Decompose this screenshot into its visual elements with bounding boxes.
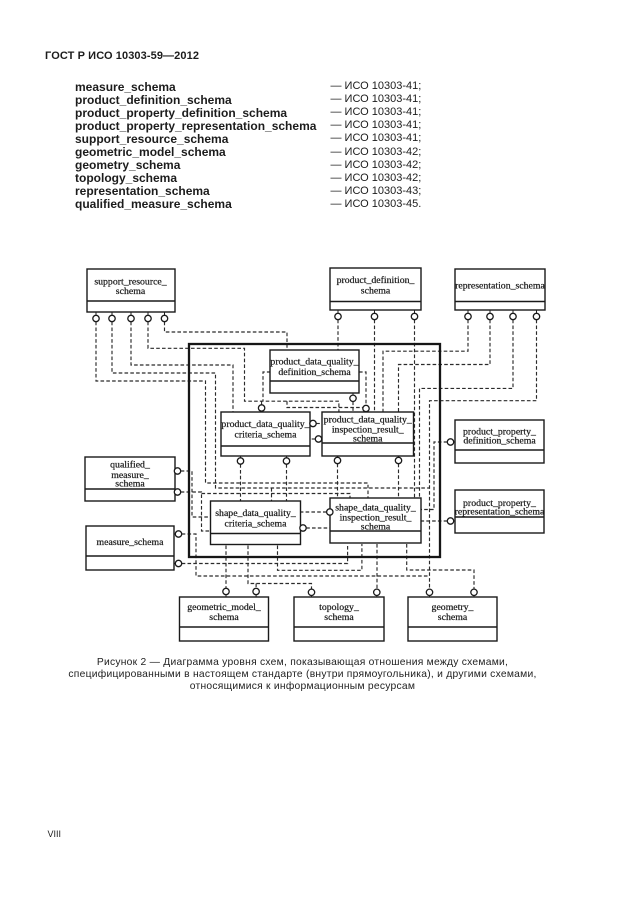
svg-text:schema: schema <box>361 286 391 297</box>
svg-text:product_property_: product_property_ <box>463 498 536 509</box>
svg-text:inspection_result_: inspection_result_ <box>340 513 412 524</box>
svg-text:measure_: measure_ <box>111 470 149 481</box>
svg-text:shape_data_quality_: shape_data_quality_ <box>215 508 296 519</box>
svg-text:criteria_schema: criteria_schema <box>234 430 297 441</box>
svg-text:geometry_: geometry_ <box>432 602 474 613</box>
svg-text:product_data_quality_: product_data_quality_ <box>324 415 412 426</box>
svg-text:support_resource_: support_resource_ <box>94 276 166 287</box>
svg-text:measure_schema: measure_schema <box>97 537 165 548</box>
svg-text:schema: schema <box>115 479 145 490</box>
svg-text:definition_schema: definition_schema <box>463 436 536 447</box>
svg-text:schema: schema <box>438 612 468 623</box>
svg-text:inspection_result_: inspection_result_ <box>332 425 404 436</box>
svg-text:representation_schema: representation_schema <box>455 507 545 518</box>
svg-text:geometric_model_: geometric_model_ <box>187 602 261 613</box>
svg-text:qualified_: qualified_ <box>110 460 150 471</box>
svg-text:definition_schema: definition_schema <box>278 367 351 378</box>
svg-text:product_data_quality_: product_data_quality_ <box>221 419 309 430</box>
svg-text:schema: schema <box>361 522 391 533</box>
svg-text:topology_: topology_ <box>319 602 359 613</box>
svg-text:product_data_quality_: product_data_quality_ <box>270 357 358 368</box>
svg-text:product_property_: product_property_ <box>463 427 536 438</box>
svg-text:shape_data_quality_: shape_data_quality_ <box>335 503 416 514</box>
svg-text:product_definition_: product_definition_ <box>337 275 415 286</box>
svg-text:schema: schema <box>116 286 146 297</box>
svg-text:schema: schema <box>324 612 354 623</box>
svg-text:criteria_schema: criteria_schema <box>224 519 287 530</box>
svg-text:schema: schema <box>209 612 239 623</box>
svg-text:representation_schema: representation_schema <box>455 281 545 292</box>
svg-text:schema: schema <box>353 434 383 445</box>
